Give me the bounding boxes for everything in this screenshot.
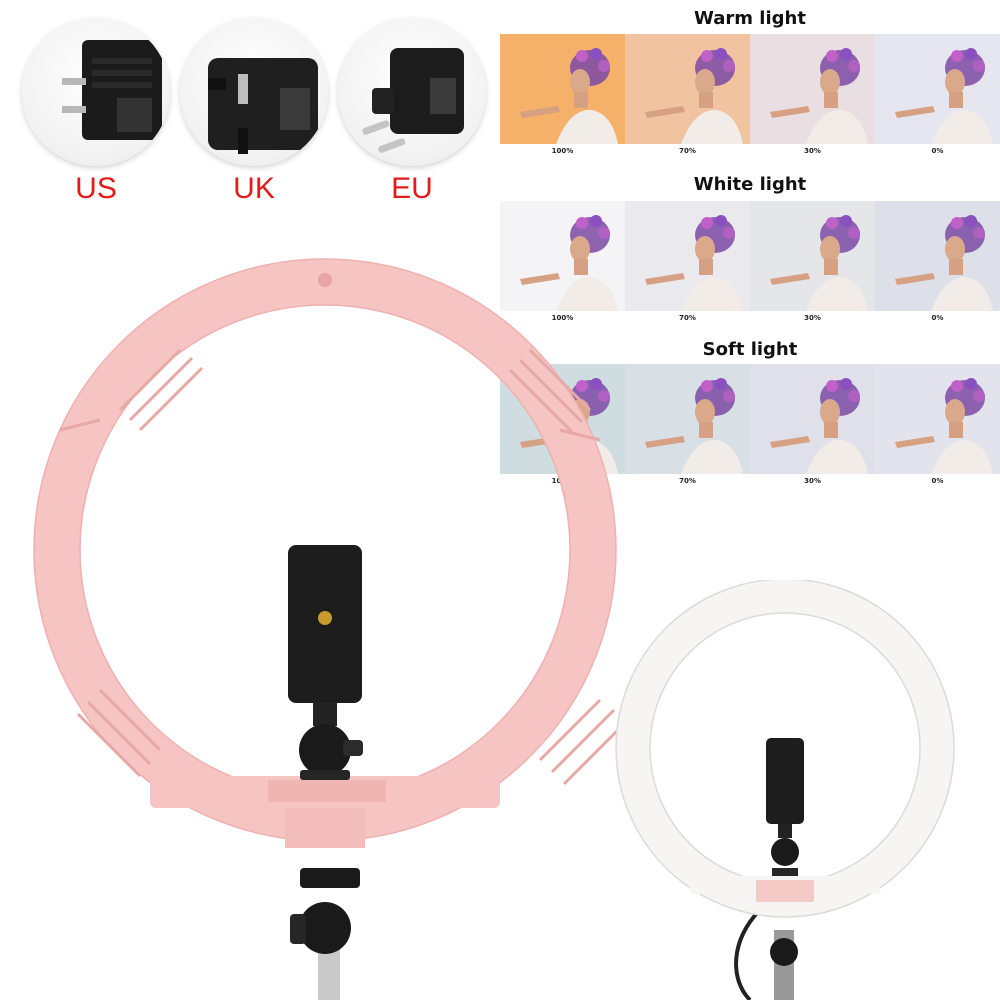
model-silhouette — [645, 215, 743, 311]
model-photo — [500, 34, 625, 144]
model-photo — [625, 364, 750, 474]
model-silhouette — [770, 48, 868, 144]
level-label: 70% — [679, 147, 696, 155]
model-photo — [625, 34, 750, 144]
ring-hook — [318, 273, 332, 287]
soft-light-title: Soft light — [702, 339, 798, 360]
plug-label-us: US — [75, 172, 117, 205]
tripod-screw-hole — [318, 611, 332, 625]
model-silhouette — [770, 378, 868, 474]
model-silhouette — [770, 215, 868, 311]
ball-head-upper — [771, 838, 799, 866]
level-label: 30% — [804, 314, 821, 322]
white-ring-light — [615, 580, 955, 1000]
warm-light-photos — [500, 34, 1000, 144]
model-silhouette — [645, 378, 743, 474]
model-silhouette — [520, 215, 618, 311]
white-light-photos — [500, 201, 1000, 311]
uk-plug-icon — [208, 58, 318, 154]
eu-plug-icon — [362, 48, 464, 153]
model-photo — [750, 364, 875, 474]
soft-light-photos — [500, 364, 1000, 474]
model-silhouette — [645, 48, 743, 144]
us-plug-icon — [62, 40, 162, 140]
model-photo — [750, 201, 875, 311]
model-silhouette — [895, 215, 993, 311]
ball-head-lower — [299, 902, 351, 954]
model-photo — [750, 34, 875, 144]
eu-plug-image — [338, 18, 486, 166]
level-label: 0% — [931, 477, 944, 485]
model-photo — [875, 201, 1000, 311]
level-label: 100% — [551, 147, 574, 155]
model-photo — [500, 201, 625, 311]
plug-label-eu: EU — [391, 172, 433, 205]
level-label: 100% — [551, 314, 574, 322]
white-light-title: White light — [693, 174, 807, 195]
model-photo — [875, 364, 1000, 474]
pink-ring-light — [33, 258, 628, 1000]
model-silhouette — [895, 48, 993, 144]
model-silhouette — [520, 48, 618, 144]
uk-plug-image — [180, 18, 328, 166]
model-silhouette — [895, 378, 993, 474]
model-photo — [625, 201, 750, 311]
ball-head-upper — [299, 724, 351, 776]
pink-base-bar — [756, 880, 814, 902]
warm-light-title: Warm light — [694, 8, 806, 29]
model-photo — [875, 34, 1000, 144]
level-label: 70% — [679, 314, 696, 322]
plug-label-uk: UK — [233, 172, 275, 205]
ball-head-lower — [770, 938, 798, 966]
level-label: 0% — [931, 147, 944, 155]
warm-light-levels: 100% 70% 30% 0% — [500, 144, 1000, 158]
white-light-levels: 100% 70% 30% 0% — [500, 311, 1000, 325]
level-label: 30% — [804, 477, 821, 485]
level-label: 0% — [931, 314, 944, 322]
level-label: 30% — [804, 147, 821, 155]
phone-holder — [766, 738, 804, 824]
power-cable — [734, 908, 762, 1000]
us-plug-image — [22, 18, 170, 166]
level-label: 70% — [679, 477, 696, 485]
